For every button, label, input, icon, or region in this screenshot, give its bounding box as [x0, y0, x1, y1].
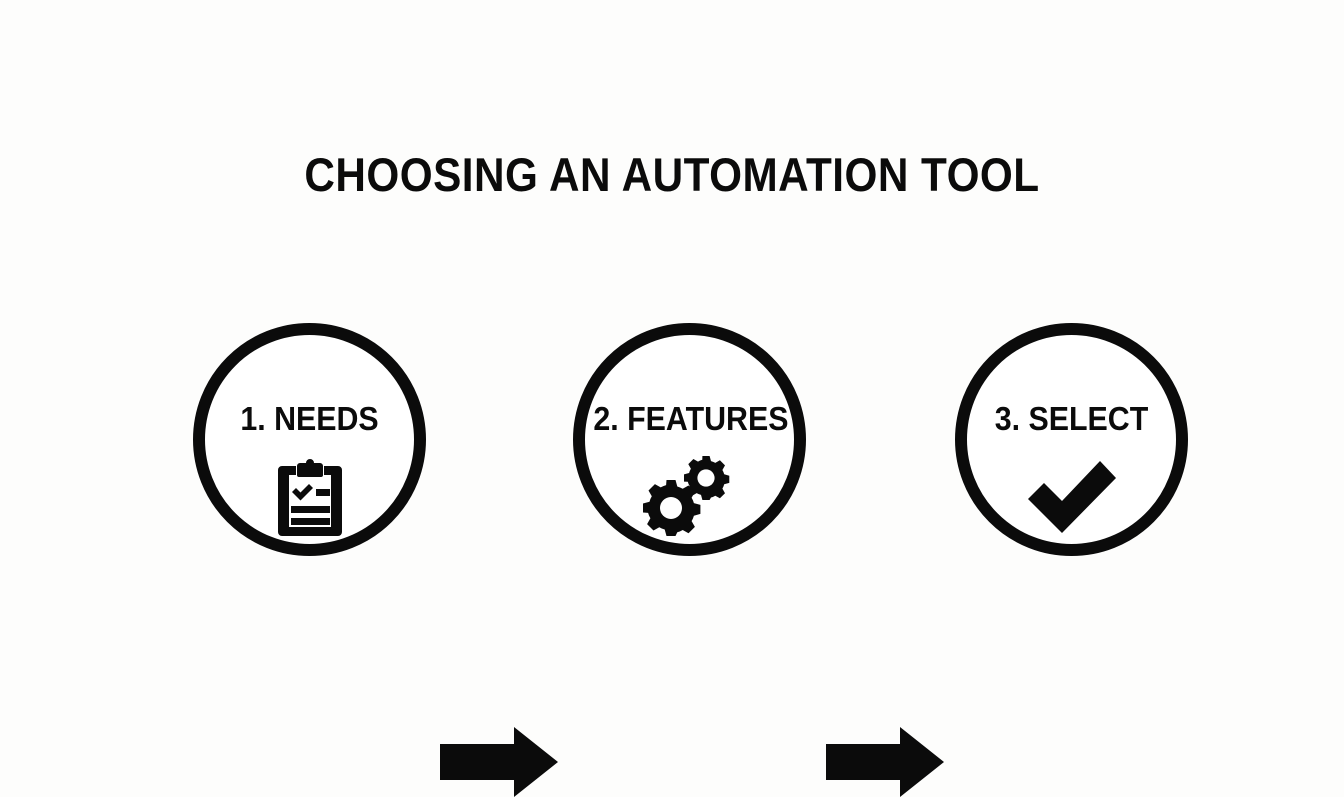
arrow-right-icon	[440, 727, 558, 797]
flow-step-features-label: 2. FEATURES	[593, 400, 789, 437]
flow-step-needs[interactable]: 1. NEEDS	[193, 323, 426, 556]
clipboard-checklist-icon	[205, 453, 414, 539]
arrow-right-icon	[826, 727, 944, 797]
slide-canvas: CHOOSING AN AUTOMATION TOOL 1. NEEDS	[0, 148, 1344, 797]
gears-icon	[585, 453, 794, 539]
flow-step-select-label: 3. SELECT	[994, 400, 1149, 437]
checkmark-icon	[967, 453, 1176, 539]
page-title: CHOOSING AN AUTOMATION TOOL	[304, 148, 1040, 201]
flow-step-select[interactable]: 3. SELECT	[955, 323, 1188, 556]
flow-step-needs-label: 1. NEEDS	[240, 400, 379, 437]
process-flow: 1. NEEDS	[0, 323, 1344, 797]
flow-step-features[interactable]: 2. FEATURES	[573, 323, 806, 556]
